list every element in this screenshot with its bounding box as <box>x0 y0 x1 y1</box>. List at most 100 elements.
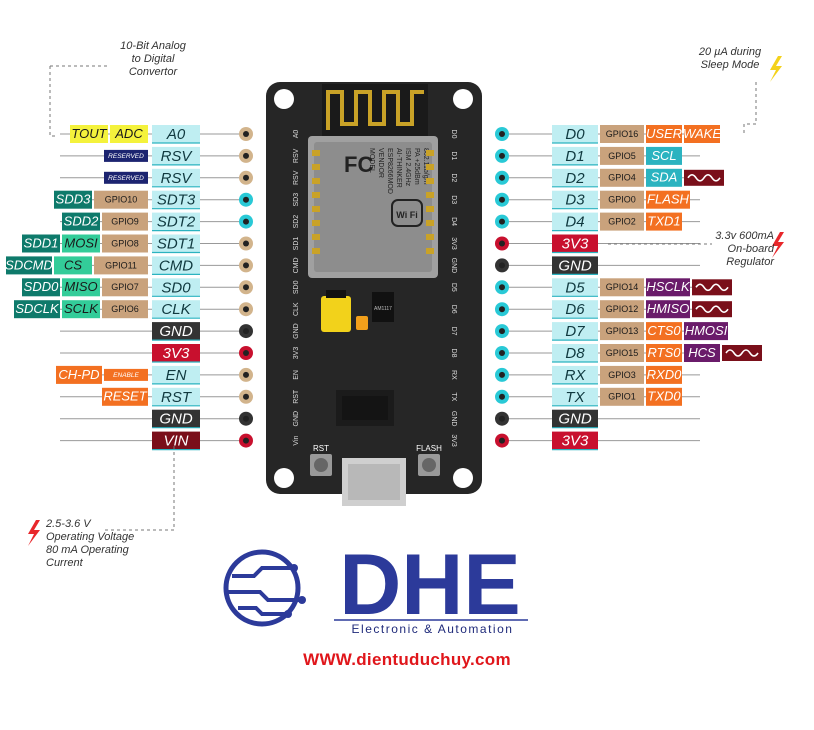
module-text-line: AI-THINKER <box>395 148 402 188</box>
chip-top <box>342 396 388 420</box>
pin-function-tag-bg <box>646 322 682 341</box>
pin-function-tag: SDD0 <box>24 279 59 294</box>
pin-function-tag: FLASH <box>647 192 690 207</box>
pin-function-tag: SDD2 <box>64 214 99 229</box>
pin-function-tag-bg <box>62 234 100 253</box>
adc-callout-line <box>49 66 58 137</box>
module-text-line: VENDOR <box>377 148 384 178</box>
pin-function-tag: GPIO3 <box>608 370 636 380</box>
pin-main-label: SD0 <box>161 279 191 296</box>
pin-function-tag: HCS <box>688 345 716 360</box>
adc-note: 10-Bit Analog to Digital Convertor <box>120 40 186 78</box>
board-pin-label: 3V3 <box>293 347 300 360</box>
module-text-line: MODEL <box>368 148 375 173</box>
pin-function-tag-bg <box>102 300 148 319</box>
pin-function-tag-bg <box>600 190 644 209</box>
board-pin-label: A0 <box>293 130 300 139</box>
wifi-logo-icon <box>391 199 423 227</box>
pin-function-tag: GPIO0 <box>608 195 636 205</box>
pin-main-label: RSV <box>161 148 194 165</box>
pin-function-tag-bg <box>600 146 644 165</box>
pin-function-tag-bg <box>646 212 682 231</box>
pin-main-label: VIN <box>163 433 188 450</box>
pin-main-bg <box>152 344 200 362</box>
pin-function-tag-bg <box>600 300 644 319</box>
pin-main-label: CLK <box>161 301 191 318</box>
pin-function-tag-bg <box>600 365 644 384</box>
regulator-note: 3.3v 600mA On-board Regulator <box>715 230 774 268</box>
board-pin-label: GND <box>450 258 457 274</box>
pin-function-tag: SDD3 <box>56 192 91 207</box>
pin-main-bg <box>152 125 200 143</box>
pin-main-bg <box>152 256 200 275</box>
pin-function-tag-bg <box>646 365 682 384</box>
pin-function-tag: GPIO11 <box>105 260 137 270</box>
pin-function-tag: RTS0 <box>648 345 682 360</box>
board-pin-label: RSV <box>293 148 300 163</box>
pin-function-tag: GPIO7 <box>111 282 139 292</box>
pin-main-bg <box>152 409 200 428</box>
pin-main-label: A0 <box>166 126 186 143</box>
pin-main-bg <box>552 365 598 384</box>
pin-main-label: D1 <box>565 148 584 165</box>
board-pin-label: D4 <box>450 217 457 226</box>
pin-function-tag: GPIO12 <box>606 304 639 314</box>
pin-function-tag: GPIO16 <box>606 129 639 139</box>
sleep-note: 20 µA during Sleep Mode <box>698 46 762 71</box>
pin-function-tag: GPIO6 <box>111 304 139 314</box>
pin-function-tag: SCLK <box>64 301 99 316</box>
pin-function-tag-bg <box>102 278 148 297</box>
wifi-text: Wi Fi <box>396 210 417 220</box>
pin-main-bg <box>152 234 200 253</box>
pin-function-tag: GPIO1 <box>608 392 636 402</box>
lightning-icon <box>28 520 40 546</box>
pin-row-right: 3V3 <box>495 234 700 254</box>
pin-row-left: GND <box>60 409 253 429</box>
board-pin-label: RST <box>293 389 300 404</box>
board-pin-label: RSV <box>293 170 300 185</box>
pin-main-bg <box>552 234 598 253</box>
flash-button-cap <box>422 458 436 472</box>
regulator-label: AM1117 <box>374 306 392 312</box>
pin-function-tag-bg <box>646 168 682 187</box>
pin-function-tag-bg <box>684 344 720 362</box>
pin-main-label: SDT1 <box>157 235 195 252</box>
pin-function-tag-bg <box>104 171 148 184</box>
pin-function-tag: ADC <box>114 126 143 141</box>
board-pin-label: D3 <box>450 195 457 204</box>
pin-main-label: GND <box>558 411 592 428</box>
pin-function-tag-bg <box>70 125 108 143</box>
pin-main-bg <box>552 190 598 209</box>
pin-main-bg <box>552 409 598 428</box>
board-pin-label: Vin <box>293 436 300 446</box>
pin-row-left: RSV RESERVED <box>60 146 253 166</box>
pin-function-tag: RESERVED <box>108 153 144 160</box>
pin-function-tag-bg <box>54 256 92 275</box>
pin-function-tag-bg <box>684 125 720 143</box>
left-pin-column: A0ADCTOUTRSVRESERVEDRSVRESERVEDSDT3GPIO1… <box>5 125 253 451</box>
pin-function-tag: GPIO13 <box>606 326 639 336</box>
pin-main-label: 3V3 <box>562 235 589 252</box>
pin-function-tag-bg <box>62 300 100 319</box>
pin-main-label: GND <box>159 323 193 340</box>
website-url[interactable]: WWW.dientuduchuy.com <box>303 650 511 669</box>
pin-main-bg <box>552 278 598 297</box>
pin-function-tag: MOSI <box>64 235 98 250</box>
antenna-trace-icon <box>326 90 424 130</box>
board-pin-label: GND <box>450 411 457 427</box>
mount-hole-icon <box>274 89 294 109</box>
pin-main-label: GND <box>558 257 592 274</box>
pin-function-tag-bg <box>6 256 52 275</box>
pin-function-tag: HSCLK <box>646 279 691 294</box>
pin-function-tag-bg <box>22 278 60 297</box>
